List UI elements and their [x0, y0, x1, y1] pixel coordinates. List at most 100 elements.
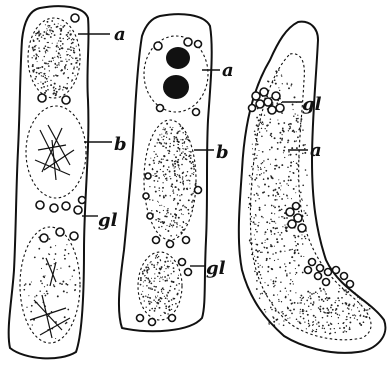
stipple-dot — [271, 212, 273, 214]
stipple-dot — [159, 307, 161, 309]
stipple-dot — [182, 139, 184, 141]
stipple-dot — [160, 222, 161, 223]
stipple-dot — [306, 205, 307, 206]
stipple-dot — [72, 38, 73, 39]
stipple-dot — [187, 171, 188, 172]
stipple-dot — [273, 317, 275, 319]
stipple-dot — [302, 129, 303, 130]
stipple-dot — [177, 161, 179, 163]
stipple-dot — [170, 195, 171, 196]
stipple-dot — [73, 48, 74, 49]
stipple-dot — [28, 295, 29, 296]
stipple-dot — [296, 186, 297, 187]
stipple-dot — [318, 307, 319, 308]
stipple-dot — [155, 257, 156, 258]
stipple-dot — [55, 88, 56, 89]
stipple-dot — [322, 317, 324, 319]
stipple-dot — [157, 201, 158, 202]
stipple-dot — [187, 209, 189, 211]
stipple-dot — [45, 90, 47, 92]
stipple-dot — [186, 180, 187, 181]
stipple-dot — [305, 238, 306, 239]
stipple-dot — [185, 154, 187, 156]
stipple-dot — [280, 141, 282, 143]
stipple-dot — [271, 147, 273, 149]
stipple-dot — [158, 161, 160, 163]
stipple-dot — [295, 113, 296, 114]
stipple-dot — [283, 150, 285, 152]
stipple-dot — [284, 205, 286, 207]
stipple-dot — [180, 125, 182, 127]
stipple-dot — [169, 151, 171, 153]
stipple-dot — [58, 57, 59, 58]
stipple-dot — [26, 307, 27, 308]
stipple-dot — [44, 56, 45, 57]
stipple-dot — [290, 179, 292, 181]
stipple-dot — [277, 142, 279, 144]
stipple-dot — [163, 136, 165, 138]
stipple-dot — [153, 160, 155, 162]
stipple-dot — [75, 57, 77, 59]
stipple-dot — [280, 138, 282, 140]
stipple-dot — [266, 247, 268, 249]
stipple-dot — [50, 31, 51, 32]
stipple-dot — [67, 77, 69, 79]
stipple-dot — [50, 246, 52, 248]
stipple-dot — [256, 193, 258, 195]
stipple-dot — [182, 176, 183, 177]
stipple-dot — [153, 266, 155, 268]
stipple-dot — [295, 241, 296, 242]
stipple-dot — [269, 149, 270, 150]
stipple-dot — [302, 298, 303, 299]
stipple-dot — [287, 166, 289, 168]
stipple-dot — [255, 215, 256, 216]
stipple-dot — [335, 312, 337, 314]
stipple-dot — [275, 207, 276, 208]
stipple-dot — [295, 154, 297, 156]
stipple-dot — [161, 298, 163, 300]
stipple-dot — [267, 229, 268, 230]
stipple-dot — [162, 129, 163, 130]
stipple-dot — [42, 257, 44, 259]
stipple-dot — [159, 268, 161, 270]
stipple-dot — [32, 324, 33, 325]
stipple-dot — [182, 132, 183, 133]
stipple-dot — [66, 54, 68, 56]
stipple-dot — [165, 308, 167, 310]
stipple-dot — [298, 129, 300, 131]
stipple-dot — [54, 63, 56, 65]
stipple-dot — [270, 175, 271, 176]
stipple-dot — [190, 188, 191, 189]
stipple-dot — [142, 271, 144, 273]
stipple-dot — [160, 142, 161, 143]
stipple-dot — [281, 76, 282, 77]
stipple-dot — [288, 176, 290, 178]
stipple-dot — [366, 316, 367, 317]
stipple-dot — [277, 148, 279, 150]
stipple-dot — [304, 303, 305, 304]
stipple-dot — [273, 283, 274, 284]
stipple-dot — [300, 118, 302, 120]
stipple-dot — [312, 304, 314, 306]
stipple-dot — [66, 51, 67, 52]
stipple-dot — [154, 173, 155, 174]
stipple-dot — [67, 39, 68, 40]
stipple-dot — [277, 193, 279, 195]
stipple-dot — [274, 79, 276, 81]
stipple-dot — [148, 287, 150, 289]
stipple-dot — [190, 155, 191, 156]
stipple-dot — [264, 282, 265, 283]
stipple-dot — [295, 274, 296, 275]
stipple-dot — [258, 271, 260, 273]
stipple-dot — [300, 295, 302, 297]
stipple-dot — [70, 279, 71, 280]
stipple-dot — [317, 293, 318, 294]
stipple-dot — [43, 47, 45, 49]
stipple-dot — [170, 127, 171, 128]
stipple-dot — [182, 145, 183, 146]
stipple-dot — [59, 85, 61, 87]
stipple-dot — [47, 89, 49, 91]
stipple-dot — [55, 245, 56, 246]
stipple-dot — [257, 251, 259, 253]
stipple-dot — [64, 258, 66, 260]
